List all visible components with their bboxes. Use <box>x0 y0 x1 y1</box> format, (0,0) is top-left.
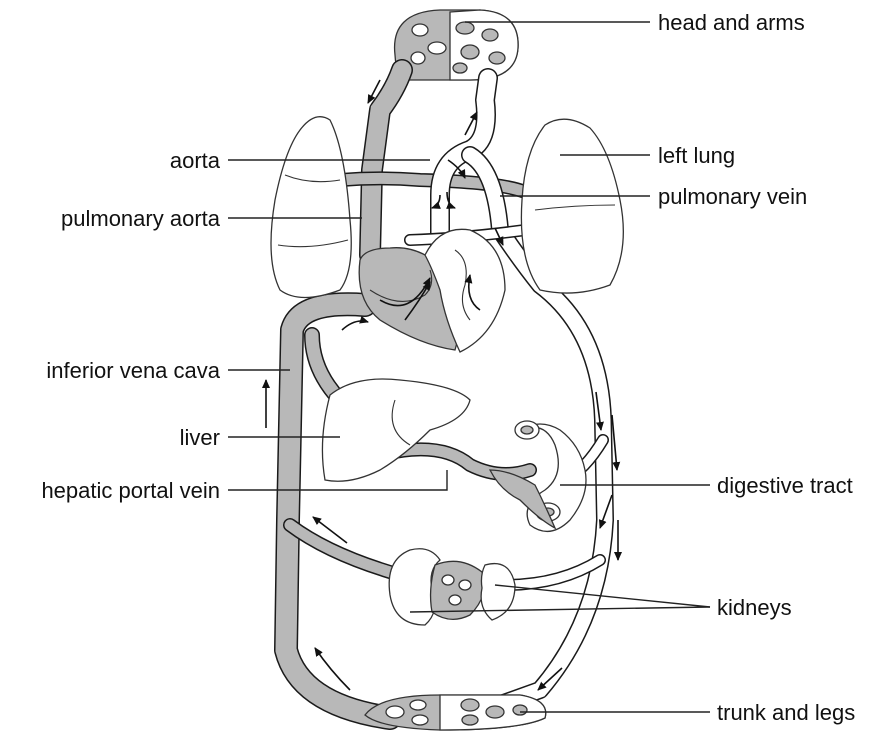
label-aorta: aorta <box>170 148 221 173</box>
label-trunk-and-legs: trunk and legs <box>717 700 855 725</box>
kidneys <box>389 549 515 625</box>
liver <box>322 379 470 481</box>
right-lung <box>271 117 351 298</box>
label-inferior-vena-cava: inferior vena cava <box>46 358 220 383</box>
digestive-tract <box>490 421 586 531</box>
label-digestive-tract: digestive tract <box>717 473 853 498</box>
head-and-arms-capillary-bed <box>395 10 519 80</box>
label-hepatic-portal-vein: hepatic portal vein <box>41 478 220 503</box>
trunk-and-legs-capillary-bed <box>365 695 546 730</box>
label-liver: liver <box>180 425 220 450</box>
label-head-and-arms: head and arms <box>658 10 805 35</box>
label-pulmonary-aorta: pulmonary aorta <box>61 206 221 231</box>
label-left-lung: left lung <box>658 143 735 168</box>
label-pulmonary-vein: pulmonary vein <box>658 184 807 209</box>
left-lung <box>521 119 623 293</box>
label-kidneys: kidneys <box>717 595 792 620</box>
